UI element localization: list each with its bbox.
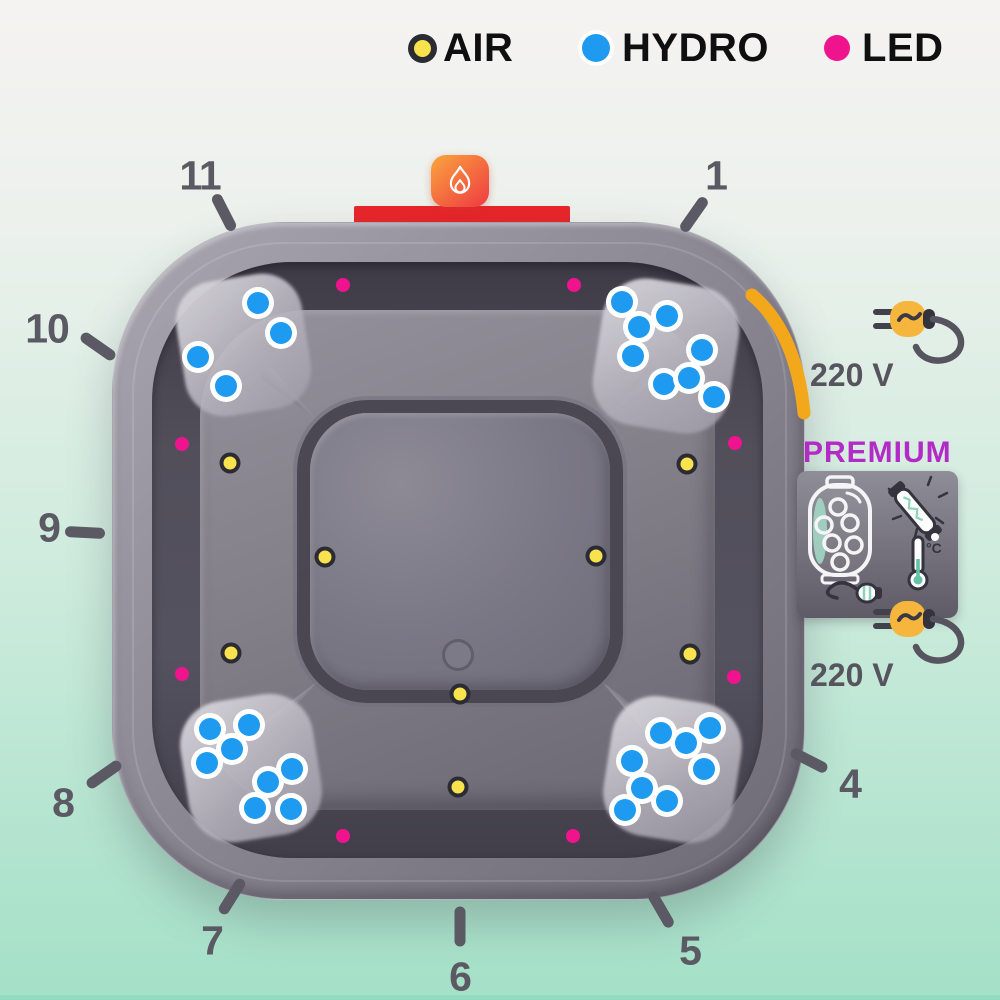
hydro-jet-marker — [614, 799, 636, 821]
temp-unit-label: °C — [926, 540, 942, 556]
led-dot-icon — [824, 35, 850, 61]
air-jet-marker — [453, 687, 467, 701]
hydro-jet-marker — [703, 386, 725, 408]
thermometer-icon: °C — [907, 533, 942, 591]
hydro-jet-marker — [187, 346, 209, 368]
hydro-jet-marker — [691, 339, 713, 361]
hydro-jet-marker — [196, 752, 218, 774]
hydro-jet-marker — [281, 758, 303, 780]
hydro-dot-icon — [582, 34, 610, 62]
legend-label-air: AIR — [443, 25, 514, 70]
hydro-jet-marker — [675, 732, 697, 754]
mini-plug-icon — [825, 581, 882, 604]
flame-icon — [431, 155, 489, 207]
hydro-jet-marker — [693, 758, 715, 780]
uv-lamp-icon — [888, 481, 942, 541]
power-plug-icon-top — [873, 301, 965, 364]
callout-number-10: 10 — [25, 305, 70, 352]
premium-label: PREMIUM — [803, 436, 952, 469]
premium-icons: °C — [808, 475, 949, 604]
voltage-label-bottom: 220 V — [810, 657, 894, 693]
voltage-label-top: 220 V — [810, 357, 894, 393]
hydro-jet-marker — [238, 714, 260, 736]
hydro-jet-marker — [653, 373, 675, 395]
hydro-jet-marker — [622, 345, 644, 367]
callout-number-9: 9 — [38, 504, 61, 551]
power-plug-icon-bottom — [873, 601, 965, 664]
callout-number-5: 5 — [679, 927, 702, 974]
drain — [442, 639, 474, 671]
hydro-jet-marker — [621, 750, 643, 772]
hydro-jet-marker — [280, 798, 302, 820]
led-jet-marker — [567, 278, 581, 292]
hydro-jet-marker — [215, 375, 237, 397]
led-jet-marker — [566, 829, 580, 843]
hydro-jet-marker — [678, 367, 700, 389]
tub-rim-lip — [132, 242, 787, 882]
air-jet-marker — [451, 780, 465, 794]
flame-glyph — [449, 165, 471, 194]
legend-item-air: AIR — [406, 26, 513, 70]
air-dot-icon — [414, 39, 431, 57]
center-footwell — [310, 413, 610, 690]
callout-number-6: 6 — [449, 953, 472, 1000]
callout-tick-9 — [64, 525, 106, 539]
led-jet-marker — [727, 670, 741, 684]
air-jet-marker — [589, 549, 603, 563]
callout-tick-6 — [454, 906, 466, 946]
led-jet-marker — [728, 436, 742, 450]
hydro-jet-marker — [656, 305, 678, 327]
hydro-jet-marker — [247, 292, 269, 314]
bottom-strip — [0, 995, 1000, 1000]
callout-number-11: 11 — [179, 152, 221, 199]
hydro-jet-marker — [244, 797, 266, 819]
uv-lamp-rays — [887, 475, 949, 539]
hydro-jet-marker — [628, 316, 650, 338]
callout-number-4: 4 — [839, 760, 862, 807]
legend-item-hydro: HYDRO — [582, 26, 769, 70]
led-jet-marker — [336, 278, 350, 292]
legend-item-led: LED — [824, 26, 944, 70]
callout-number-7: 7 — [201, 917, 224, 964]
legend-label-hydro: HYDRO — [622, 25, 769, 70]
heater-bar — [354, 206, 570, 224]
hydro-jet-marker — [611, 291, 633, 313]
air-jet-marker — [680, 457, 694, 471]
premium-feature-panel: °C — [797, 471, 958, 618]
air-jet-marker — [318, 550, 332, 564]
hydro-jet-marker — [699, 717, 721, 739]
hydro-jet-marker — [650, 722, 672, 744]
callout-number-8: 8 — [52, 779, 75, 826]
hydro-jet-marker — [257, 771, 279, 793]
filter-icon — [808, 475, 872, 585]
callout-number-1: 1 — [705, 152, 728, 199]
hydro-jet-marker — [656, 790, 678, 812]
led-jet-marker — [175, 437, 189, 451]
hydro-jet-marker — [199, 718, 221, 740]
legend-label-led: LED — [862, 25, 944, 70]
air-jet-marker — [224, 646, 238, 660]
led-jet-marker — [336, 829, 350, 843]
hydro-jet-marker — [631, 777, 653, 799]
air-jet-marker — [683, 647, 697, 661]
air-jet-marker — [223, 456, 237, 470]
hydro-jet-marker — [221, 738, 243, 760]
led-jet-marker — [175, 667, 189, 681]
hydro-jet-marker — [270, 322, 292, 344]
